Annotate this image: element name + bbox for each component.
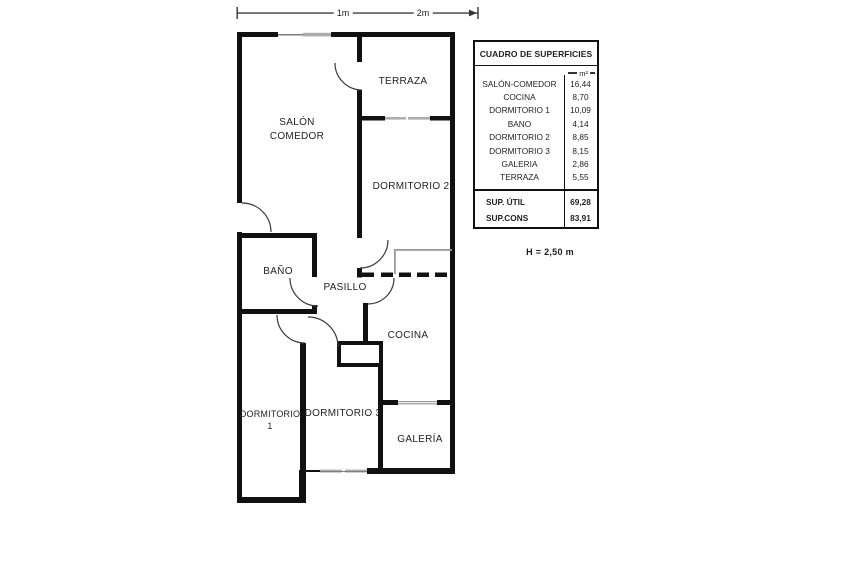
- table-row: DORMITORIO 2 8,85: [489, 132, 589, 143]
- table-row: SALÓN-COMEDOR 16,44: [482, 78, 591, 89]
- surface-table-title: CUADRO DE SUPERFICIES: [475, 42, 597, 66]
- scale-right-tick: [477, 7, 479, 19]
- unit-dash: [590, 72, 595, 74]
- table-row: DORMITORIO 1 10,09: [489, 105, 591, 116]
- surface-table-rows: SALÓN-COMEDOR 16,44 COCINA 8,70 DORMITOR…: [475, 77, 597, 184]
- table-row: GALERIA 2,86: [501, 159, 589, 170]
- scale-bar: [236, 7, 479, 19]
- table-totals-divider: [475, 189, 597, 191]
- door-arcs: [241, 62, 395, 348]
- room-label-dormitorio2: DORMITORIO 2: [372, 181, 450, 192]
- dashed-wall: [361, 272, 455, 277]
- room-label-pasillo: PASILLO: [323, 282, 367, 293]
- scale-label-2m: 2m: [413, 8, 433, 18]
- cocina-door-arc: [367, 277, 395, 305]
- room-label-salon-comedor: SALÓN COMEDOR: [269, 117, 325, 142]
- bano-door-arc: [289, 277, 319, 307]
- room-label-galeria: GALERÍA: [397, 434, 443, 445]
- closet: [337, 341, 383, 367]
- room-label-dormitorio3: DORMITORIO 3: [304, 408, 382, 419]
- windows: [278, 32, 437, 473]
- scale-arrow-icon: [469, 9, 477, 17]
- dormitorio3-door-arc: [307, 316, 339, 348]
- room-label-dormitorio1: DORMITORIO 1: [239, 409, 301, 431]
- scale-left-tick: [236, 7, 238, 19]
- surface-table-totals: SUP. ÚTIL 69,28 SUP.CONS 83,91: [475, 193, 597, 227]
- unit-dash: [568, 72, 578, 74]
- table-row: DORMITORIO 3 8,15: [489, 145, 589, 156]
- table-total-row: SUP. ÚTIL 69,28: [486, 197, 591, 207]
- table-row: TERRAZA 5,55: [500, 172, 589, 183]
- room-label-terraza: TERRAZA: [378, 76, 428, 87]
- table-row: COCINA 8,70: [503, 92, 589, 103]
- entry-door-arc: [241, 202, 272, 233]
- dormitorio2-door-arc: [359, 239, 389, 269]
- table-total-row: SUP.CONS 83,91: [486, 213, 591, 223]
- surface-table: CUADRO DE SUPERFICIES m² SALÓN-COMEDOR 1…: [473, 40, 599, 229]
- interior-walls: [237, 37, 455, 503]
- dormitorio1-door-arc: [276, 314, 306, 344]
- unit-label: m²: [579, 68, 588, 78]
- surface-table-unit: m²: [568, 68, 595, 78]
- table-column-divider: [564, 75, 566, 227]
- room-label-cocina: COCINA: [387, 330, 429, 341]
- table-row: BANO 4,14: [507, 118, 589, 129]
- scale-label-1m: 1m: [333, 8, 353, 18]
- terraza-door-arc: [334, 62, 363, 91]
- room-label-bano: BAÑO: [263, 266, 293, 277]
- ceiling-height-note: H = 2,50 m: [526, 247, 574, 257]
- thin-partitions: [394, 249, 452, 274]
